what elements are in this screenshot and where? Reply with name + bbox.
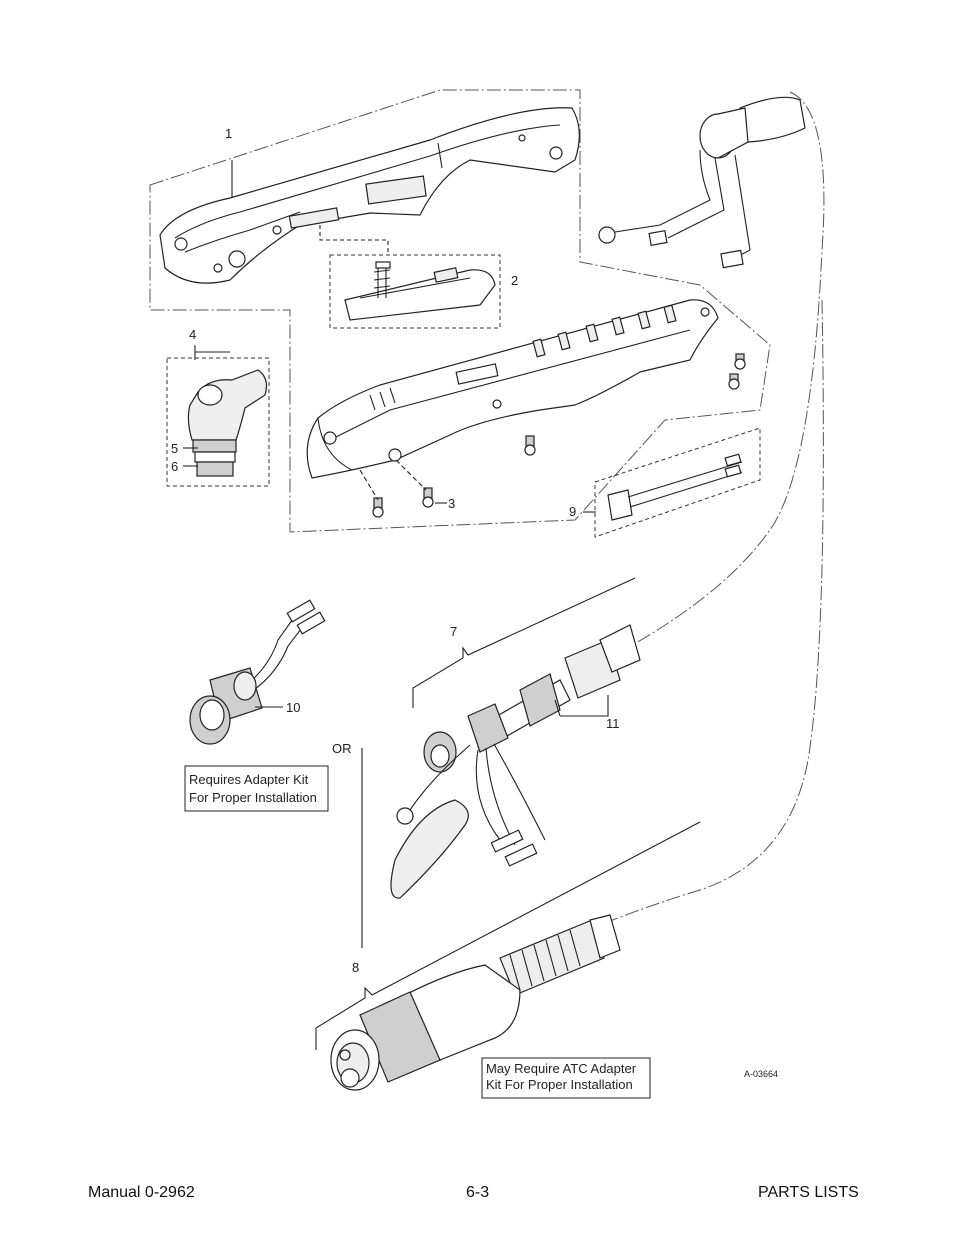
lead-assembly-7 (390, 624, 641, 899)
callout-10: 10 (286, 700, 300, 715)
adapter-kit-note-box (184, 765, 329, 812)
lead-assembly-8 (330, 914, 621, 1091)
callout-11: 11 (606, 716, 620, 731)
wire-kit (607, 453, 743, 521)
phantom-boundary-handle (149, 89, 771, 533)
screws (372, 353, 746, 518)
callout-5: 5 (171, 441, 178, 456)
atc-adapter-note-line-1: May Require ATC Adapter (486, 1061, 637, 1076)
atc-adapter-note-line-2: Kit For Proper Installation (486, 1077, 633, 1092)
callout-8: 8 (352, 960, 359, 975)
phantom-line-cable (604, 91, 825, 661)
callout-2: 2 (511, 273, 518, 288)
adapter-kit-note-line-2: For Proper Installation (189, 790, 317, 805)
footer-page-number: 6-3 (466, 1184, 490, 1201)
connector-10 (189, 599, 326, 745)
callout-7: 7 (450, 624, 457, 639)
phantom-line-hose (599, 299, 824, 926)
callout-1: 1 (225, 126, 232, 141)
footer-manual: Manual 0-2962 (88, 1184, 195, 1201)
callout-3: 3 (448, 496, 455, 511)
callout-9: 9 (569, 504, 576, 519)
drawing-number: A-03664 (744, 1069, 778, 1079)
switch-assembly (344, 261, 496, 321)
footer-section: PARTS LISTS (758, 1184, 859, 1201)
callout-or: OR (332, 741, 352, 756)
callout-4: 4 (189, 327, 196, 342)
torch-head-assembly (183, 369, 268, 477)
switch-lead-assembly (598, 96, 806, 269)
switch-kit-box (329, 254, 501, 329)
atc-adapter-note-box (481, 1057, 651, 1099)
adapter-kit-note-line-1: Requires Adapter Kit (189, 772, 309, 787)
callout-6: 6 (171, 459, 178, 474)
wire-kit-boundary (594, 427, 761, 538)
torch-head-box (166, 357, 270, 487)
handle-main (306, 299, 719, 479)
handle-half (159, 107, 580, 284)
